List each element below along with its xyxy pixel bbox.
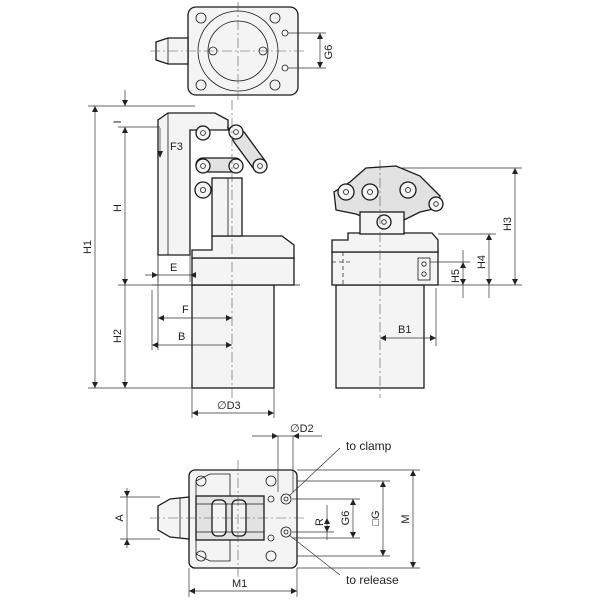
side-flange: [331, 251, 439, 286]
side-pivot-5: [376, 214, 392, 230]
dim-m1: M1: [232, 578, 247, 590]
dim-d2: ∅D2: [290, 423, 314, 435]
side-ports: [417, 257, 431, 281]
pivot-5: [252, 158, 268, 174]
dim-a: A: [114, 514, 126, 522]
dim-h5: H5: [450, 269, 462, 283]
side-pivot-3: [399, 181, 417, 199]
piston-column: [211, 177, 243, 237]
side-pivot-1: [337, 183, 355, 201]
dim-g6-bottom: G6: [340, 511, 352, 526]
dim-b: B: [178, 331, 185, 343]
dim-h1: H1: [82, 240, 94, 254]
note-to-clamp: to clamp: [346, 439, 392, 453]
port-release: [280, 526, 292, 538]
pivot-6: [194, 181, 212, 199]
pivot-4: [228, 158, 244, 174]
bottom-hole-3: [195, 550, 207, 562]
bottom-hole-5: [267, 495, 275, 503]
pivot-2: [228, 124, 244, 140]
top-view: G6: [150, 2, 335, 100]
bottom-hole-4: [265, 550, 277, 562]
side-view: H3 H4 H5 B1: [331, 160, 522, 398]
side-pivot-2: [361, 183, 379, 201]
flange: [191, 257, 295, 286]
dim-b1: B1: [398, 324, 411, 336]
bottom-hole-2: [265, 475, 277, 487]
dim-d3: ∅D3: [217, 400, 241, 412]
note-to-release: to release: [346, 573, 399, 587]
dim-i: I: [112, 120, 124, 123]
dim-g6-top: G6: [323, 45, 335, 60]
dim-h4: H4: [476, 255, 488, 269]
mount-hole-4: [269, 79, 281, 91]
mount-hole-1: [195, 12, 207, 24]
port-clamp: [280, 493, 292, 505]
clamp-arm: [157, 112, 229, 256]
mount-hole-3: [195, 79, 207, 91]
cylinder-body: [191, 284, 275, 389]
dim-f: F: [182, 304, 189, 316]
dim-h3: H3: [502, 217, 514, 231]
flange-shoulder: [191, 235, 295, 259]
bottom-hole-6: [267, 534, 275, 542]
bottom-view: ∅D2 to clamp to release A R G6 □G: [114, 423, 420, 597]
dim-m: M: [400, 514, 412, 523]
dim-g: □G: [370, 510, 382, 525]
dim-h: H: [112, 204, 124, 212]
side-shoulder: [331, 232, 439, 253]
side-pivot-4: [428, 196, 444, 212]
dim-r: R: [314, 518, 326, 526]
mount-hole-2: [269, 12, 281, 24]
dim-h2: H2: [112, 329, 124, 343]
dim-e: E: [170, 262, 177, 274]
dim-f3: F3: [170, 141, 183, 153]
pivot-1: [195, 125, 211, 141]
bottom-hole-1: [195, 475, 207, 487]
front-view: F3 H1 I H H2 E F: [82, 90, 300, 418]
pivot-3: [195, 158, 211, 174]
